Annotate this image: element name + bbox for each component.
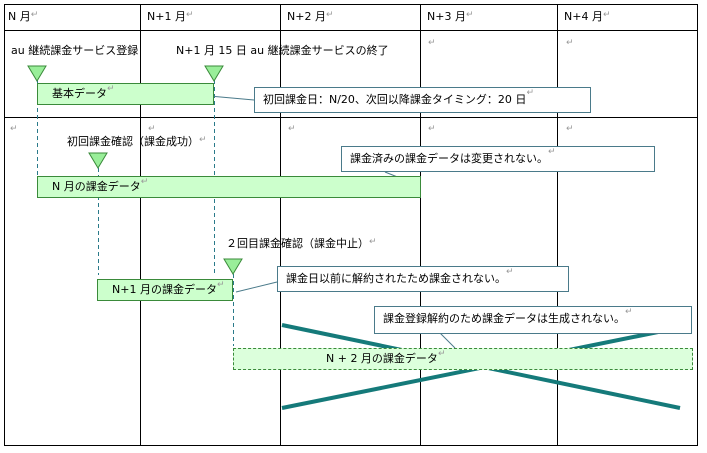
callout-not-generated: 課金登録解約のため課金データは生成されない。↵ xyxy=(374,306,692,334)
bar-n2-month-data: N + 2 月の課金データ↵ xyxy=(233,348,693,370)
empty-cell-mark: ↵ xyxy=(10,124,18,134)
column-header-n: N 月↵ xyxy=(8,10,39,23)
callout-billing-date: 初回課金日：N/20、次回以降課金タイミング：20 日↵ xyxy=(254,87,591,113)
callout-not-changed: 課金済みの課金データは変更されない。↵ xyxy=(341,146,655,172)
empty-cell-mark: ↵ xyxy=(566,38,574,48)
column-header-n3: N+3 月↵ xyxy=(427,10,474,23)
empty-cell-mark: ↵ xyxy=(428,124,436,134)
column-header-n2: N+2 月↵ xyxy=(287,10,334,23)
column-header-n1: N+1 月↵ xyxy=(147,10,194,23)
empty-cell-mark: ↵ xyxy=(148,124,156,134)
bar-basic-data: 基本データ↵ xyxy=(37,83,214,105)
first-confirm-marker-icon xyxy=(88,152,108,169)
bar-n-month-data: N 月の課金データ↵ xyxy=(37,176,421,198)
second-confirm-marker-icon xyxy=(223,258,243,275)
leader-not-billed xyxy=(235,281,278,293)
empty-cell-mark: ↵ xyxy=(428,38,436,48)
label-au-register: au 継続課金サービス登録 xyxy=(11,44,139,57)
service-end-marker-icon xyxy=(204,65,224,82)
label-first-confirm: 初回課金確認（課金成功）↵ xyxy=(67,135,207,148)
bar-n1-month-data: N+1 月の課金データ↵ xyxy=(97,279,233,301)
callout-not-billed: 課金日以前に解約されたため課金されない。↵ xyxy=(277,266,569,292)
table-border xyxy=(4,4,698,446)
empty-cell-mark: ↵ xyxy=(288,124,296,134)
register-marker-icon xyxy=(27,65,47,82)
leader-not-generated xyxy=(439,332,456,349)
column-header-n4: N+4 月↵ xyxy=(564,10,611,23)
label-second-confirm: ２回目課金確認（課金中止）↵ xyxy=(226,237,377,250)
label-service-end: N+1 月 15 日 au 継続課金サービスの終了 xyxy=(176,44,389,57)
empty-cell-mark: ↵ xyxy=(566,124,574,134)
